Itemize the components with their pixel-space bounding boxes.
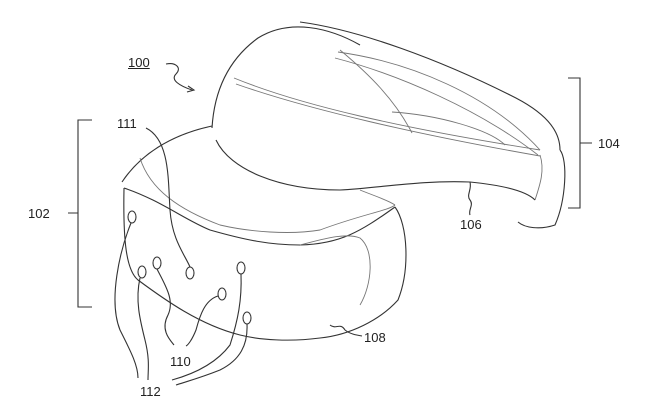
label-106: 106 <box>460 217 482 232</box>
front-unit-top <box>121 125 213 183</box>
label-111: 111 <box>117 116 137 131</box>
sensor <box>185 266 195 280</box>
headband-end <box>517 149 566 229</box>
label-112: 112 <box>140 384 161 399</box>
lens-housing <box>123 187 407 341</box>
bracket-104 <box>568 77 592 209</box>
label-104: 104 <box>598 136 620 151</box>
headband-inner <box>337 51 541 151</box>
visor-shell <box>211 26 361 129</box>
label-102: 102 <box>28 206 50 221</box>
label-110: 110 <box>170 354 191 369</box>
sensor <box>137 265 147 279</box>
sensor <box>152 256 162 270</box>
sensor <box>127 210 137 224</box>
bracket-102 <box>68 119 92 308</box>
sensor <box>217 287 227 301</box>
label-100: 100 <box>128 55 150 70</box>
sensor <box>242 311 252 325</box>
sensor <box>236 261 246 275</box>
headband-bottom <box>215 139 536 201</box>
headband-top <box>299 21 561 151</box>
label-108: 108 <box>364 330 386 345</box>
front-face <box>123 187 396 246</box>
arrow-100 <box>165 63 193 91</box>
leader-111 <box>145 127 191 268</box>
